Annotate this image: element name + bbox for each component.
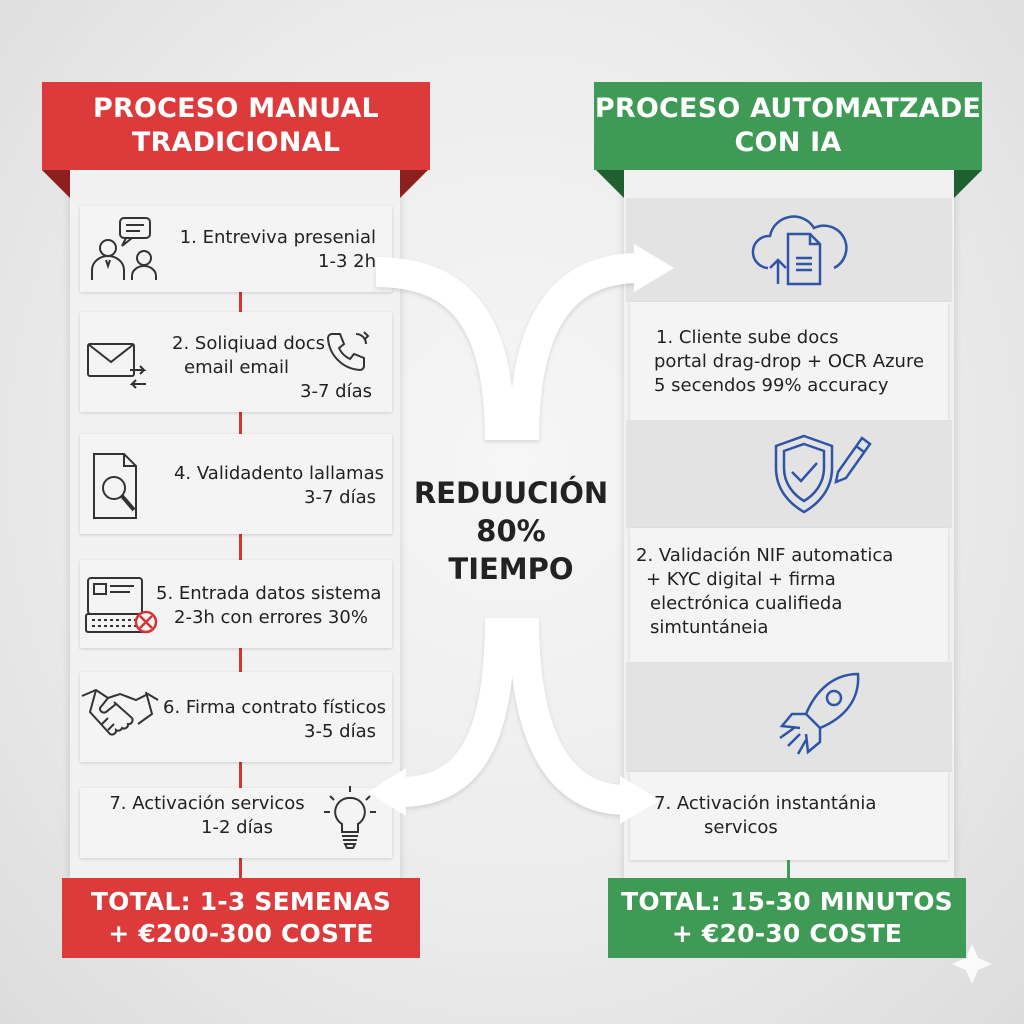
step-title: 5. Entrada datos sistema: [156, 583, 382, 604]
manual-step-5: [80, 560, 392, 648]
sparkle-icon: [952, 944, 992, 984]
step-detail: 1-3 2h: [318, 251, 376, 272]
arrow-head-bottom-left: [368, 768, 406, 816]
shield-band: [626, 420, 952, 528]
manual-total-line2: + €200-300 COSTE: [108, 919, 374, 948]
automated-total-banner: TOTAL: 15-30 MINUTOS + €20-30 COSTE: [608, 878, 966, 958]
manual-step-6-text: 6. Firma contrato físticos 3-5 días: [156, 696, 386, 744]
manual-header-line1: PROCESO MANUAL: [93, 93, 379, 124]
step-line: 2. Validación NIF automatica: [636, 545, 894, 566]
automated-step-2: [630, 528, 948, 662]
connector-dash: [239, 762, 242, 788]
cloud-upload-document-icon: [751, 215, 848, 286]
manual-step-4-text: 4. Validadento lallamas 3-7 días: [160, 462, 384, 510]
manual-total-banner: TOTAL: 1-3 SEMENAS + €200-300 COSTE: [62, 878, 420, 958]
step-title: 6. Firma contrato físticos: [163, 697, 386, 718]
keyboard-error-icon: [85, 577, 158, 634]
step-detail: 2-3h con errores 30%: [174, 607, 368, 628]
step-title: 1. Entreviva presenial: [179, 227, 376, 248]
automated-step-7-text: 7. Activación instantánia servicos: [654, 792, 944, 840]
connector-dash: [239, 858, 242, 878]
reduction-line1: REDUUCIÓN: [413, 476, 609, 510]
shield-check-pen-icon: [774, 434, 872, 514]
step-title: 7. Activación servicos: [109, 793, 305, 814]
step-subtitle: email email: [184, 357, 290, 378]
arrow-head-top-right: [634, 244, 674, 292]
arrow-top-left-curve: [375, 257, 515, 441]
right-header-fold-right: [954, 170, 982, 198]
lightbulb-icon: [324, 786, 376, 849]
manual-step-5-text: 5. Entrada datos sistema 2-3h con errore…: [156, 582, 392, 630]
automated-total-line1: TOTAL: 15-30 MINUTOS: [621, 887, 953, 916]
reduction-title: REDUUCIÓN 80% TIEMPO: [398, 474, 624, 588]
automated-header-line2: CON IA: [734, 127, 842, 158]
automated-step-1-text: 1. Cliente sube docs portal drag-drop + …: [654, 326, 944, 398]
arrow-bottom-right-curve: [509, 617, 627, 815]
manual-total-line1: TOTAL: 1-3 SEMENAS: [90, 887, 392, 916]
automated-step-2-text: 2. Validación NIF automatica + KYC digit…: [636, 544, 936, 640]
connector-dash: [239, 412, 242, 434]
email-envelope-icon: [87, 343, 147, 389]
step-line: portal drag-drop + OCR Azure: [654, 351, 925, 372]
automated-total-line2: + €20-30 COSTE: [671, 919, 903, 948]
connector-dash: [239, 648, 242, 672]
handshake-icon: [81, 688, 159, 736]
right-header-fold: [596, 170, 624, 198]
step-detail: 3-7 días: [300, 381, 372, 402]
left-header-fold: [42, 170, 70, 198]
step-line: 7. Activación instantánia: [654, 793, 877, 814]
rocket-icon: [779, 672, 860, 755]
automated-step-7: [630, 772, 948, 860]
step-line: servicos: [704, 817, 778, 838]
connector-dash: [239, 534, 242, 560]
arrow-head-bottom-right: [620, 776, 660, 824]
reduction-line2: 80%: [476, 514, 546, 548]
step-line: electrónica cualifieda: [650, 593, 843, 614]
arrow-top-right-curve: [509, 253, 641, 441]
manual-step-1-text: 1. Entreviva presenial 1-3 2h: [160, 226, 376, 274]
step-line: 5 secendos 99% accuracy: [654, 375, 889, 396]
step-title: 2. Soliqiuad docs: [172, 333, 326, 354]
manual-step-7-text: 7. Activación servicos 1-2 días: [102, 792, 312, 840]
arrow-bottom-left-curve: [399, 617, 515, 807]
manual-header-line2: TRADICIONAL: [131, 127, 341, 158]
step-detail: 3-7 días: [304, 487, 376, 508]
step-line: 1. Cliente sube docs: [656, 327, 839, 348]
phone-call-icon: [326, 331, 370, 372]
document-search-icon: [93, 453, 137, 519]
connector-dash: [239, 292, 242, 312]
manual-step-2-text: 2. Soliqiuad docs email email 3-7 días: [172, 332, 382, 404]
step-line: simtuntáneia: [650, 617, 769, 638]
automated-header-line1: PROCESO AUTOMATZADE: [594, 93, 982, 124]
step-detail: 3-5 días: [304, 721, 376, 742]
left-header-fold-right: [400, 170, 428, 198]
step-line: + KYC digital + firma: [646, 569, 836, 590]
connector-dash: [787, 860, 790, 878]
reduction-line3: TIEMPO: [448, 552, 574, 586]
automated-step-1: [630, 302, 948, 420]
automated-process-header: PROCESO AUTOMATZADE CON IA: [594, 82, 982, 170]
interview-people-icon: [91, 217, 157, 280]
manual-process-header: PROCESO MANUAL TRADICIONAL: [42, 82, 430, 170]
step-detail: 1-2 días: [201, 817, 273, 838]
step-title: 4. Validadento lallamas: [173, 463, 384, 484]
